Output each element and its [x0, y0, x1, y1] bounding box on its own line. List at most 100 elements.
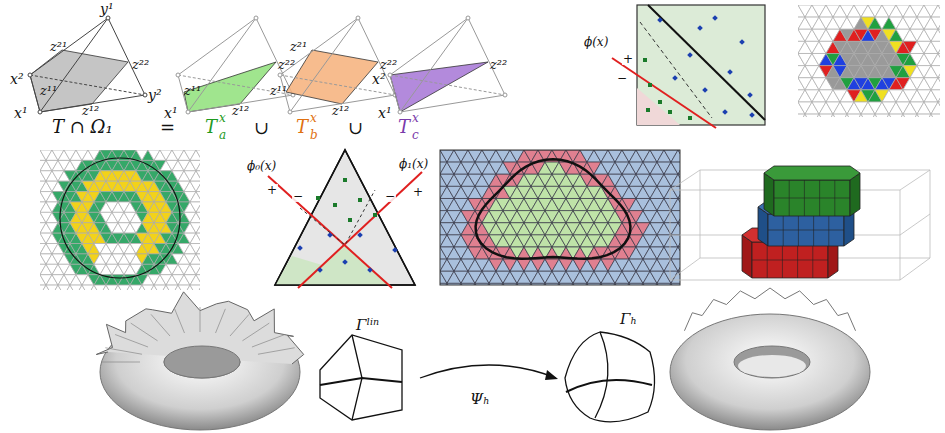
- tet-edge: [390, 18, 468, 75]
- vertex: [106, 16, 110, 20]
- vertex: [466, 16, 470, 20]
- math-label: x²: [10, 72, 24, 86]
- math-label: z¹¹: [270, 84, 287, 97]
- dashed-line: [300, 190, 375, 245]
- math-label: T: [205, 118, 217, 136]
- mesh-cell: [938, 53, 940, 65]
- square-cell: [637, 5, 765, 125]
- linear-patch: [320, 335, 402, 420]
- math-label: z²²: [278, 58, 295, 71]
- mesh-cell: [196, 244, 200, 254]
- mesh-cell: [196, 285, 200, 290]
- patch-outline: [320, 335, 402, 420]
- math-label: ϕ₁(x): [398, 158, 429, 170]
- tet-edge: [400, 95, 505, 112]
- mesh-cell: [931, 114, 940, 117]
- vertex: [278, 73, 282, 77]
- torus: [670, 288, 870, 430]
- mesh-cell: [861, 114, 875, 117]
- mesh-line: [216, 309, 226, 333]
- box-edge: [900, 170, 930, 190]
- vertex: [254, 16, 258, 20]
- math-label: x¹: [378, 106, 392, 120]
- math-label: x: [219, 112, 226, 124]
- mesh-cell: [938, 114, 940, 117]
- prism-top: [764, 166, 860, 180]
- math-label: c: [412, 129, 419, 141]
- math-label: z¹¹: [184, 84, 201, 97]
- mesh-cell: [889, 114, 903, 117]
- interface-curve: [476, 159, 631, 258]
- quadrature-point: [722, 109, 728, 115]
- quadrature-point: [648, 83, 652, 87]
- math-label: y¹: [100, 2, 114, 16]
- prism: [764, 166, 860, 216]
- math-label: z²¹: [290, 40, 307, 53]
- math-label: +: [622, 53, 634, 65]
- tet-edge: [290, 18, 358, 112]
- mesh-line: [230, 314, 249, 336]
- mesh-line: [242, 323, 269, 341]
- math-label: T: [296, 118, 308, 136]
- mesh-cell: [819, 114, 833, 117]
- quadrature-point: [712, 15, 718, 21]
- cut-outline: [684, 288, 855, 331]
- mesh-cell: [938, 90, 940, 102]
- prism-front: [752, 242, 828, 278]
- boundary-circle: [60, 158, 180, 278]
- math-label: ∪: [254, 119, 269, 137]
- mesh-line: [175, 309, 185, 333]
- quadrature-point: [646, 108, 650, 112]
- quadrature-point: [672, 75, 678, 81]
- level-set-line: [268, 176, 392, 288]
- tet-edge: [468, 18, 505, 95]
- tet-edge: [188, 18, 256, 112]
- patch-edge: [595, 332, 608, 418]
- box-edge: [900, 258, 930, 280]
- quadrature-point: [697, 25, 703, 31]
- mesh-cell: [938, 66, 940, 78]
- vertex: [186, 110, 190, 114]
- vertex: [503, 93, 507, 97]
- prism-side: [850, 173, 860, 216]
- mesh-cell: [196, 202, 200, 212]
- mesh-cell: [196, 160, 200, 170]
- quadrature-point: [373, 213, 377, 217]
- mesh-cell: [196, 275, 200, 285]
- torus-hole: [734, 346, 810, 378]
- math-label: T ∩ Ω₁: [52, 118, 113, 136]
- math-label: T: [398, 118, 410, 136]
- quadrature-point: [317, 267, 323, 273]
- tet-edge: [358, 18, 395, 95]
- mesh-cell: [196, 212, 200, 222]
- box-edge: [900, 214, 930, 235]
- quadrature-point: [658, 100, 662, 104]
- quadrature-point: [643, 58, 647, 62]
- mesh-line: [115, 335, 148, 348]
- math-label: x²: [372, 72, 386, 86]
- patch-outline: [565, 332, 655, 422]
- math-label: x: [310, 112, 317, 124]
- vertex: [176, 73, 180, 77]
- vertex: [38, 110, 42, 114]
- tet-edge: [390, 75, 505, 95]
- cut-region: [390, 62, 488, 112]
- tetrahedron-c: [388, 16, 507, 114]
- quadrature-point: [749, 112, 755, 118]
- tet-edge: [178, 18, 256, 75]
- quadrature-point: [739, 39, 745, 45]
- mesh-cell: [903, 114, 917, 117]
- omega-mesh: [40, 150, 200, 290]
- prism-grid: [774, 198, 850, 199]
- coloured-mesh: [798, 5, 940, 117]
- math-label: Γˡⁱⁿ: [356, 318, 379, 333]
- tet-edge: [30, 75, 40, 112]
- mesh-line: [151, 314, 170, 336]
- mesh-cell: [190, 285, 200, 290]
- mesh-line: [252, 335, 285, 348]
- mesh-cell: [938, 17, 940, 29]
- math-label: z¹¹: [40, 84, 57, 97]
- curved-patch: [565, 332, 655, 422]
- box-edge: [670, 258, 700, 280]
